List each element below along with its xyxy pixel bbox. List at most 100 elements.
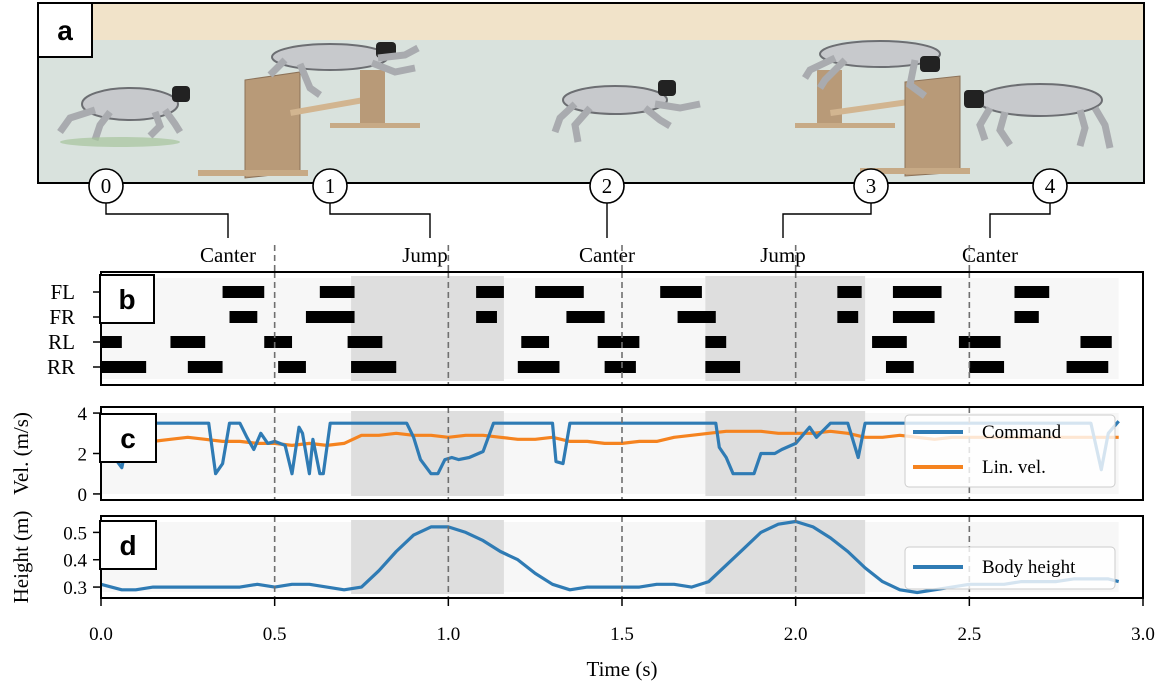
- marker-label: 3: [866, 174, 877, 198]
- ytick-label-height: 0.4: [63, 551, 87, 572]
- contact-bar-rl: [872, 336, 907, 348]
- contact-bar-rr: [969, 361, 1005, 373]
- hurdle-1: [198, 70, 420, 179]
- contact-bar-rr: [604, 361, 636, 373]
- ytick-label-rr: RR: [47, 355, 75, 379]
- contact-bar-fl: [660, 286, 702, 298]
- panel-a: [37, 2, 1145, 184]
- ytick-label-height: 0.5: [63, 523, 87, 544]
- robot-snapshot-2: [551, 80, 701, 143]
- contact-bar-rl: [705, 336, 727, 348]
- contact-bar-fr: [476, 311, 497, 323]
- xtick-label: 2.5: [957, 624, 981, 645]
- xtick-label: 2.0: [784, 624, 808, 645]
- contact-bar-fr: [1014, 311, 1039, 323]
- contact-bar-fr: [892, 311, 935, 323]
- contact-bar-rr: [517, 361, 560, 373]
- ytick-label-velocity: 0: [78, 485, 88, 506]
- contact-bar-fr: [677, 311, 716, 323]
- ytick-label-fr: FR: [49, 305, 75, 329]
- robot-0-head: [172, 86, 190, 102]
- ytick-label-rl: RL: [48, 330, 75, 354]
- robot-snapshot-4: [964, 83, 1114, 149]
- contact-bar-rr: [351, 361, 397, 373]
- xtick-label: 3.0: [1131, 624, 1155, 645]
- panel-letter-b: b: [99, 274, 155, 324]
- marker-label: 4: [1045, 174, 1056, 198]
- jump-shade-d-1: [705, 520, 866, 594]
- contact-bar-fl: [319, 286, 355, 298]
- ytick-label-height: 0.3: [63, 578, 87, 599]
- contact-bar-fl: [892, 286, 942, 298]
- robot-snapshot-1: [267, 42, 420, 98]
- robot-snapshot-3: [802, 40, 941, 99]
- contact-bar-fr: [566, 311, 605, 323]
- svg-text:c: c: [120, 423, 136, 454]
- contact-bar-fr: [305, 311, 355, 323]
- legend-velocity: Command Lin. vel.: [904, 414, 1116, 488]
- contact-bar-rl: [101, 336, 122, 348]
- panel-letter-d: d: [99, 520, 157, 570]
- legend-label-lin-vel: Lin. vel.: [982, 457, 1046, 478]
- contact-bar-fl: [1014, 286, 1050, 298]
- xtick-label: 0.0: [89, 624, 113, 645]
- jump-shade-d-0: [351, 520, 504, 594]
- contact-bar-rl: [264, 336, 293, 348]
- contact-bar-rr: [1066, 361, 1109, 373]
- contact-bar-rl: [170, 336, 206, 348]
- phase-marker-1: 1 Jump: [312, 168, 448, 267]
- contact-bar-rr: [187, 361, 223, 373]
- ytick-label-velocity: 4: [78, 404, 88, 425]
- robot-0-leg: [91, 109, 113, 142]
- phase-marker-3: 3 Jump: [760, 168, 889, 267]
- robot-0-leg: [57, 106, 97, 135]
- legend-label-body-height: Body height: [982, 557, 1076, 578]
- ylabel-velocity: Vel. (m/s): [9, 412, 33, 495]
- sky-band: [38, 3, 1144, 40]
- svg-text:a: a: [57, 15, 73, 46]
- contact-bar-rr: [278, 361, 306, 373]
- ytick-label-velocity: 2: [78, 445, 88, 466]
- marker-label: 0: [101, 174, 112, 198]
- contact-bar-rr: [101, 361, 147, 373]
- marker-label: 1: [325, 174, 336, 198]
- contact-bar-fl: [535, 286, 584, 298]
- contact-bar-rl: [1080, 336, 1112, 348]
- phase-boundary-lines: [273, 245, 971, 598]
- panel-letter-c: c: [99, 413, 157, 463]
- robot-snapshot-0: [57, 86, 190, 147]
- jump-shade-c-1: [705, 411, 866, 496]
- ytick-label-fl: FL: [50, 280, 75, 304]
- phase-label: Canter: [962, 243, 1018, 267]
- phase-label: Jump: [402, 243, 448, 267]
- robot-0-shadow: [60, 137, 180, 147]
- contact-bar-fr: [837, 311, 859, 323]
- contact-bar-rl: [597, 336, 640, 348]
- phase-label: Canter: [579, 243, 635, 267]
- svg-text:d: d: [119, 530, 136, 561]
- command-line: [100, 420, 1120, 476]
- svg-text:b: b: [118, 284, 135, 315]
- marker-label: 2: [602, 174, 613, 198]
- contact-bar-rl: [958, 336, 1001, 348]
- contact-bar-fr: [229, 311, 258, 323]
- contact-bar-rr: [885, 361, 914, 373]
- phase-marker-0: 0 Canter: [88, 168, 256, 267]
- robot-1-body: [271, 43, 389, 71]
- phase-marker-4: 4 Canter: [962, 168, 1068, 267]
- phase-label: Jump: [760, 243, 806, 267]
- contact-bar-rr: [705, 361, 741, 373]
- legend-label-command: Command: [982, 422, 1062, 443]
- xtick-label: 1.0: [436, 624, 460, 645]
- xlabel: Time (s): [587, 657, 658, 681]
- robot-0-body: [81, 87, 179, 121]
- xtick-label: 0.5: [263, 624, 287, 645]
- contact-bar-rl: [521, 336, 550, 348]
- panel-frame-b: [100, 271, 1144, 386]
- hurdle-3: [795, 70, 970, 177]
- contact-bar-fl: [476, 286, 504, 298]
- ylabel-height: Height (m): [9, 511, 33, 604]
- robot-0-leg: [162, 107, 183, 134]
- phase-markers: 0 Canter 1 Jump 2 Canter 3 Jump 4 Canter: [88, 168, 1068, 267]
